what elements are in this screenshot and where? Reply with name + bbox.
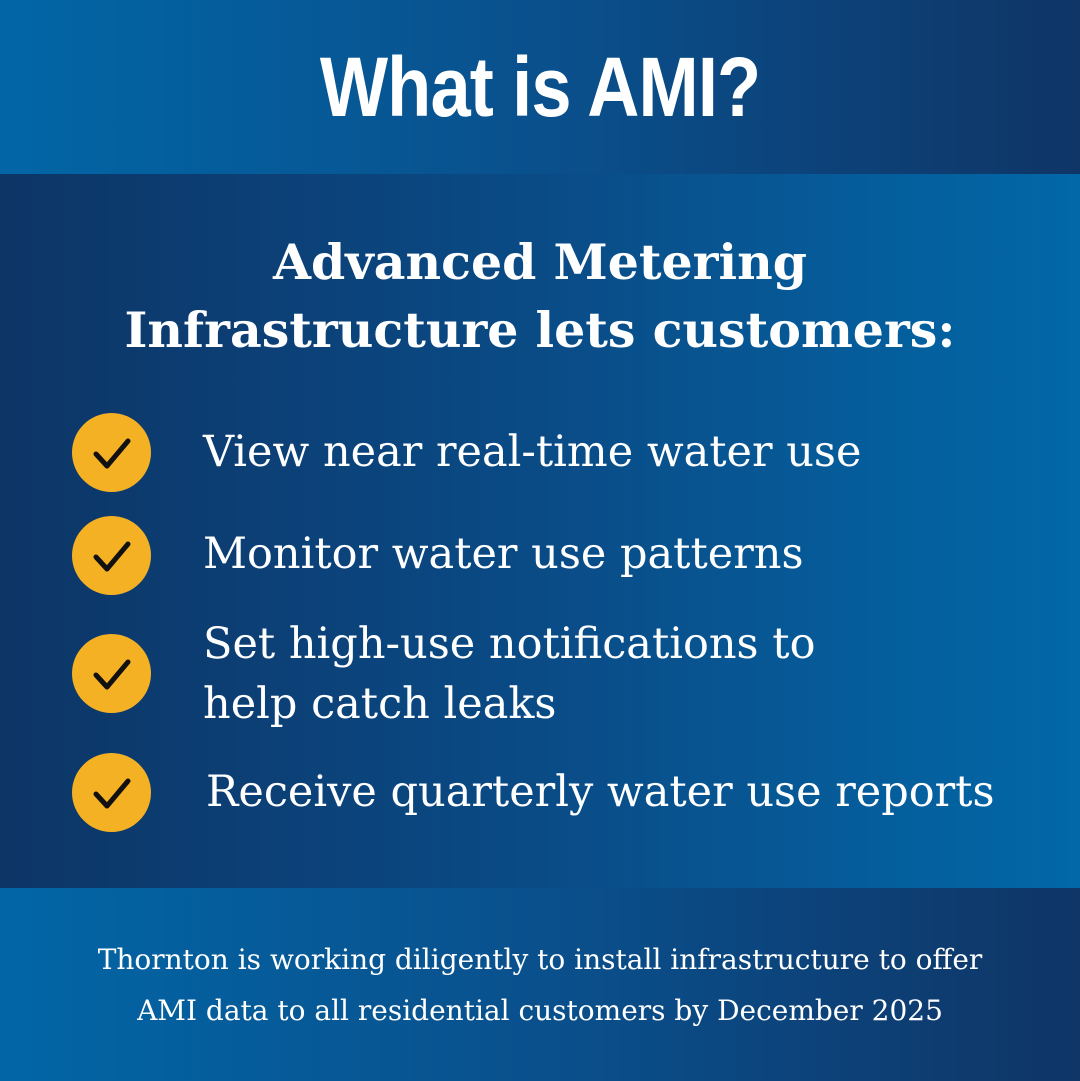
benefits-panel [0,174,1080,888]
checkmark-icon [72,516,151,595]
benefit-text-line-2: help catch leaks [203,679,557,729]
benefit-text: Monitor water use patterns [203,529,804,579]
footer-banner [0,888,1080,1081]
benefit-text-line-1: Set high-use notifications to [203,619,816,669]
benefit-item-reports: Receive quarterly water use reports [206,762,995,822]
intro-heading-line-2: Infrastructure lets customers: [124,301,956,359]
intro-heading: Advanced Metering Infrastructure lets cu… [0,228,1080,364]
page-title: What is AMI? [319,39,761,134]
footer-line-2: AMI data to all residential customers by… [137,994,943,1027]
benefit-text: View near real-time water use [203,427,862,477]
footer-note: Thornton is working diligently to instal… [0,934,1080,1036]
benefit-text: Receive quarterly water use reports [206,767,995,817]
benefit-item-patterns: Monitor water use patterns [203,524,804,584]
checkmark-icon [72,753,151,832]
benefit-item-realtime: View near real-time water use [203,422,861,482]
benefit-item-notifications: Set high-use notifications to help catch… [203,614,815,734]
intro-heading-line-1: Advanced Metering [273,233,807,291]
checkmark-icon [72,413,151,492]
footer-line-1: Thornton is working diligently to instal… [97,943,983,976]
checkmark-icon [72,634,151,713]
title-banner: What is AMI? [0,0,1080,174]
